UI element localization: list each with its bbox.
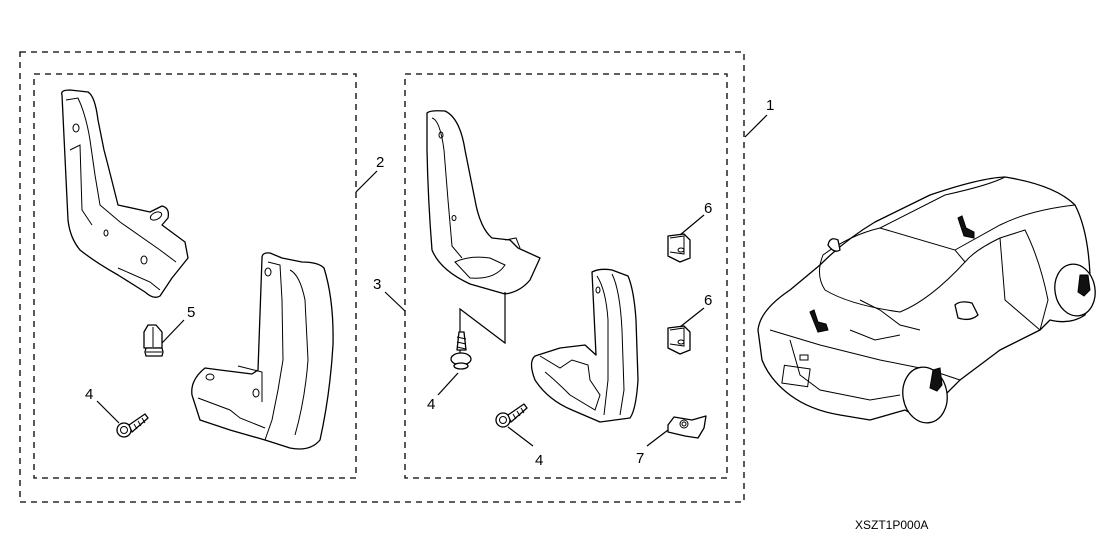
- clip-part-5[interactable]: [143, 324, 164, 357]
- callout-2-leader: [355, 170, 378, 193]
- rear-mud-guard-right[interactable]: [191, 252, 334, 450]
- callout-1-leader: [744, 114, 768, 138]
- install-marker: [1077, 274, 1091, 297]
- callout-4b-leader: [437, 372, 459, 396]
- callout-7-leader: [646, 429, 669, 447]
- callout-6a[interactable]: 6: [704, 200, 712, 217]
- clip-nut-part-6[interactable]: [667, 233, 691, 263]
- tapping-screw-part-4[interactable]: [116, 413, 149, 438]
- kit-boundary: [19, 51, 745, 503]
- drawing-code: XSZT1P000A: [855, 518, 928, 532]
- callout-4b[interactable]: 4: [427, 396, 435, 413]
- rear-mud-guard-left[interactable]: [61, 89, 189, 298]
- callout-3[interactable]: 3: [373, 276, 381, 293]
- callout-4c-leader: [507, 426, 534, 447]
- front-mud-guard-left[interactable]: [426, 110, 541, 295]
- u-nut-part-7[interactable]: [667, 415, 707, 439]
- install-marker: [929, 367, 943, 392]
- callout-4a-leader: [96, 400, 120, 424]
- callout-2[interactable]: 2: [376, 154, 384, 171]
- clip-nut-part-6[interactable]: [667, 325, 691, 355]
- callout-7[interactable]: 7: [636, 450, 644, 467]
- callout-1[interactable]: 1: [766, 97, 774, 114]
- front-mud-guard-right[interactable]: [530, 268, 639, 423]
- install-marker: [957, 215, 975, 239]
- callout-6a-leader: [679, 214, 705, 236]
- tapping-screw-part-4[interactable]: [450, 331, 472, 370]
- tapping-screw-part-4[interactable]: [495, 403, 528, 428]
- callout-6b[interactable]: 6: [704, 292, 712, 309]
- callout-4c[interactable]: 4: [535, 452, 543, 469]
- callout-4a[interactable]: 4: [85, 386, 93, 403]
- callout-5-leader: [161, 319, 185, 344]
- install-marker: [809, 309, 829, 333]
- assembly-leader: [459, 292, 506, 355]
- vehicle-illustration: [757, 176, 1096, 424]
- callout-6b-leader: [679, 307, 705, 328]
- callout-5[interactable]: 5: [187, 304, 195, 321]
- callout-3-leader: [384, 291, 406, 312]
